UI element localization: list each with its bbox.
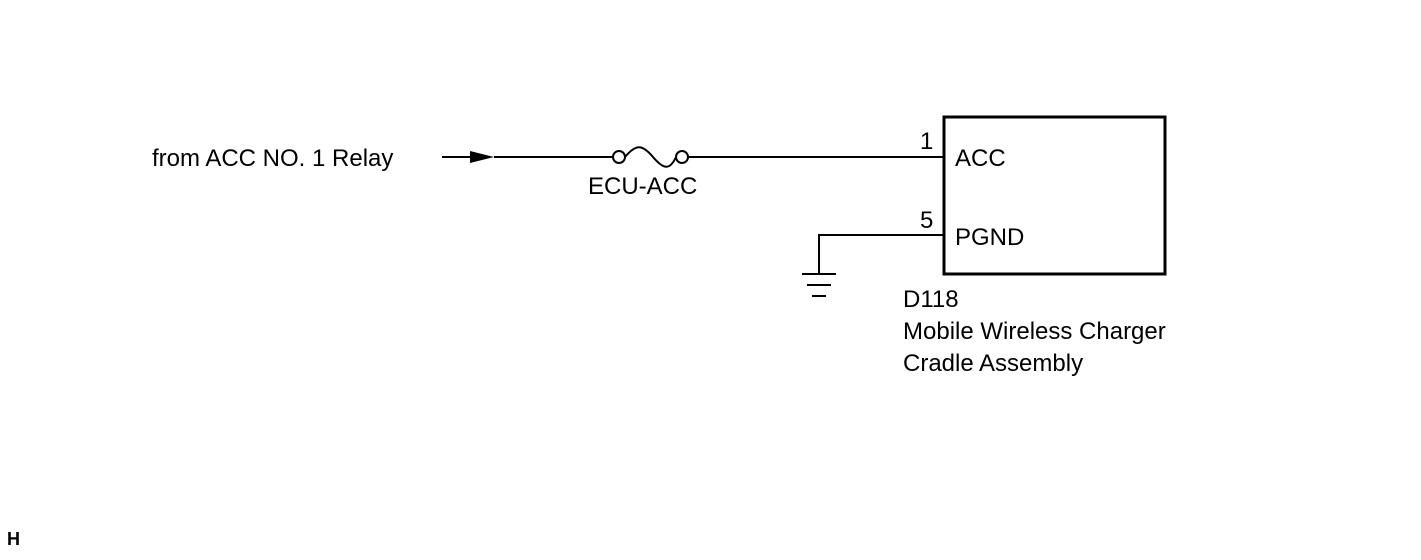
ground-icon (802, 273, 836, 297)
component-box (942, 115, 1167, 276)
corner-mark: H (7, 529, 20, 549)
source-label: from ACC NO. 1 Relay (152, 145, 394, 172)
pin-1-number: 1 (920, 128, 934, 155)
pin-5-number: 5 (920, 207, 934, 234)
fuse-symbol (612, 146, 689, 168)
fuse-label: ECU-ACC (588, 173, 698, 200)
ground-wire (818, 234, 944, 274)
pin-1-name: ACC (955, 145, 1006, 172)
component-name-line-1: Mobile Wireless Charger (903, 318, 1166, 345)
component-name-line-2: Cradle Assembly (903, 350, 1084, 377)
input-arrow-head (470, 151, 494, 163)
component-code: D118 (903, 286, 959, 313)
pin-5-name: PGND (955, 224, 1025, 251)
